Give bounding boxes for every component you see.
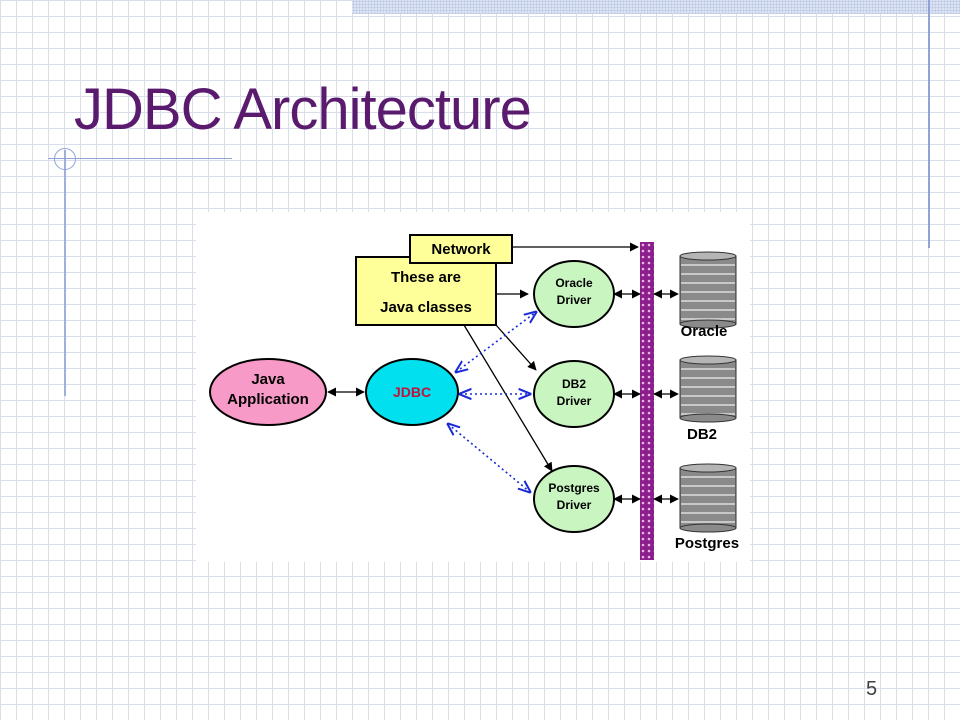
postgres-db-label: Postgres xyxy=(675,535,739,552)
db2-db-label: DB2 xyxy=(687,426,717,443)
java-app-line-1: Java xyxy=(251,371,285,388)
oracle-db-label: Oracle xyxy=(681,323,728,340)
db2-driver-node xyxy=(533,360,615,428)
right-decoration-line xyxy=(928,0,930,248)
page-number: 5 xyxy=(866,678,878,700)
network-label: Network xyxy=(431,241,491,258)
title-underline xyxy=(48,158,232,159)
db2-driver-line-1: DB2 xyxy=(562,377,586,391)
java-app-line-2: Application xyxy=(227,391,309,408)
postgres-database-icon xyxy=(679,463,737,533)
db2-driver-line-2: Driver xyxy=(557,394,592,408)
db2-database-icon xyxy=(679,355,737,423)
jdbc-postgres-dotted-arrow xyxy=(448,424,530,492)
postgres-driver-line-2: Driver xyxy=(557,498,592,512)
classes-to-db2-arrow xyxy=(495,324,537,371)
oracle-driver-line-1: Oracle xyxy=(555,276,593,290)
oracle-driver-line-2: Driver xyxy=(557,293,592,307)
left-decoration-line xyxy=(64,150,66,396)
jdbc-node xyxy=(365,358,459,426)
slide-title: JDBC Architecture xyxy=(74,77,532,142)
java-application-node xyxy=(209,358,327,426)
oracle-database-icon xyxy=(679,251,737,329)
circle-ornament xyxy=(54,148,76,170)
jdbc-architecture-diagram: These are Java classes Network Java Appl… xyxy=(209,234,739,560)
jdbc-oracle-dotted-arrow xyxy=(456,312,536,372)
jdbc-label: JDBC xyxy=(393,384,431,400)
postgres-driver-node xyxy=(533,465,615,533)
java-classes-line-2: Java classes xyxy=(380,299,472,316)
top-decoration-bar xyxy=(352,0,960,14)
java-classes-line-1: These are xyxy=(391,269,461,286)
oracle-driver-node xyxy=(533,260,615,328)
network-bar xyxy=(640,242,654,560)
network-label-box xyxy=(409,234,513,264)
postgres-driver-line-1: Postgres xyxy=(548,481,600,495)
